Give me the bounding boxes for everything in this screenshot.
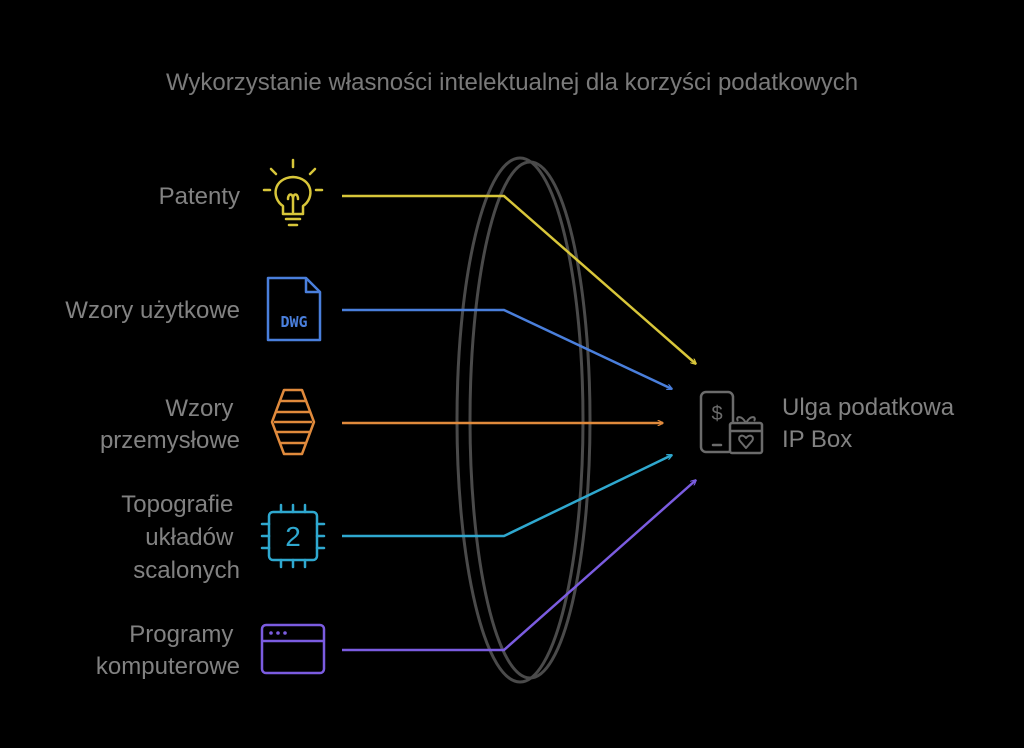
arrow-patenty bbox=[342, 194, 696, 364]
industrial-design-icon bbox=[270, 388, 316, 456]
input-item-wzory-przemyslowe: Wzory przemysłowe bbox=[100, 388, 316, 456]
chip-icon-text: 2 bbox=[285, 521, 301, 552]
input-arrows bbox=[342, 194, 696, 652]
input-item-wzory-uzytkowe: Wzory użytkowe DWG bbox=[65, 276, 322, 342]
app-window-icon bbox=[260, 623, 326, 675]
output-label: Ulga podatkowa IP Box bbox=[782, 394, 961, 453]
diagram-title: Wykorzystanie własności intelektualnej d… bbox=[166, 69, 858, 96]
lens-shape bbox=[455, 156, 592, 684]
input-label: Wzory użytkowe bbox=[65, 297, 240, 324]
input-label: Programy komputerowe bbox=[96, 621, 240, 680]
dwg-icon-text: DWG bbox=[280, 313, 307, 331]
arrow-topografie bbox=[342, 453, 672, 538]
input-label: Wzory przemysłowe bbox=[100, 395, 240, 454]
arrow-wzory-uzytkowe bbox=[342, 308, 672, 391]
input-label: Topografie układów scalonych bbox=[121, 491, 240, 584]
chip-icon: 2 bbox=[260, 503, 326, 569]
output-item-ip-box: $ Ulga podatkowa IP Box bbox=[699, 390, 961, 455]
input-item-patenty: Patenty bbox=[159, 158, 324, 227]
dwg-file-icon: DWG bbox=[266, 276, 322, 342]
lightbulb-icon bbox=[262, 158, 324, 227]
input-label: Patenty bbox=[159, 183, 240, 210]
input-item-programy: Programy komputerowe bbox=[96, 621, 326, 680]
input-item-topografie: Topografie układów scalonych 2 bbox=[121, 491, 326, 584]
arrow-programy bbox=[342, 480, 696, 652]
phone-payment-gift-icon: $ bbox=[699, 390, 764, 455]
dollar-sign: $ bbox=[711, 403, 722, 425]
